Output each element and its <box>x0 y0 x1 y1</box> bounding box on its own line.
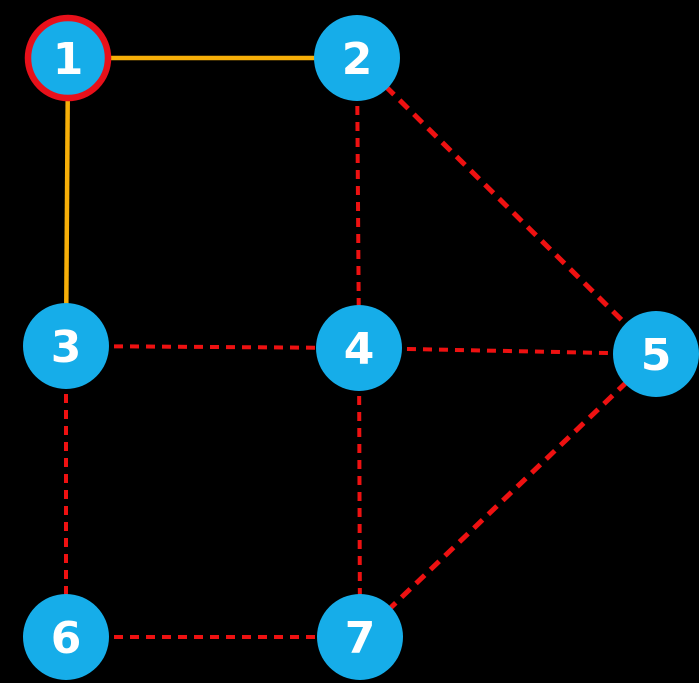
graph-edge-1-3 <box>63 57 71 347</box>
graph-edge-5-7 <box>358 352 658 639</box>
node-circle[interactable] <box>23 594 109 680</box>
graph-edge-4-7 <box>357 347 362 638</box>
graph-node-1[interactable]: 1 <box>24 14 112 102</box>
graph-node-2[interactable]: 2 <box>314 15 400 101</box>
graph-node-6[interactable]: 6 <box>23 594 109 680</box>
node-circle[interactable] <box>314 15 400 101</box>
graph-node-3[interactable]: 3 <box>23 303 109 389</box>
graph-node-7[interactable]: 7 <box>317 594 403 680</box>
node-circle-highlighted[interactable] <box>24 14 112 102</box>
node-circle[interactable] <box>23 303 109 389</box>
node-circle[interactable] <box>317 594 403 680</box>
graph-edge-2-4 <box>355 57 361 349</box>
graph-edge-4-5 <box>358 346 657 356</box>
node-circle[interactable] <box>613 311 699 397</box>
node-circle[interactable] <box>316 305 402 391</box>
graph-edge-3-4 <box>65 344 360 350</box>
graph-node-4[interactable]: 4 <box>316 305 402 391</box>
graph-node-5[interactable]: 5 <box>613 311 699 397</box>
graph-edge-2-5 <box>355 56 658 356</box>
